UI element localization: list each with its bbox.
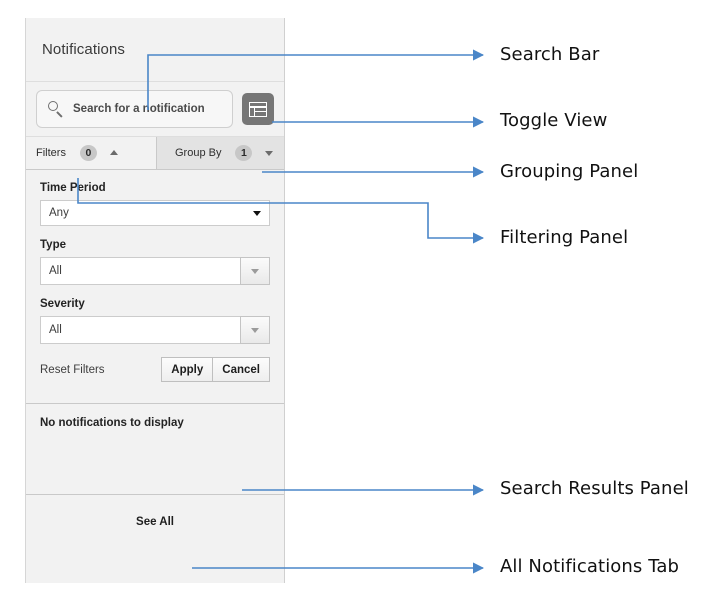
tab-group-by-label: Group By [175,147,222,159]
see-all-link[interactable]: See All [136,516,174,528]
tab-group-by-badge: 1 [235,145,253,161]
annotation-all-notifications-tab: All Notifications Tab [500,556,679,577]
page-title: Notifications [42,41,126,58]
filtering-panel: Time Period Any Type All Severity All Re… [26,170,284,403]
annotation-search-results-panel: Search Results Panel [500,478,689,499]
tab-filters-badge: 0 [79,144,97,161]
time-period-value: Any [49,207,69,219]
reset-filters-link[interactable]: Reset Filters [40,363,105,376]
cancel-button[interactable]: Cancel [213,357,270,382]
empty-results-message: No notifications to display [40,417,184,429]
chevron-down-icon [251,268,259,274]
annotation-filtering-panel: Filtering Panel [500,227,629,248]
filter-tab-strip: Filters 0 Group By 1 [26,137,284,170]
annotation-grouping-panel: Grouping Panel [500,161,639,182]
search-bar: Search for a notification [26,82,284,137]
toggle-view-icon [249,101,267,117]
search-input[interactable]: Search for a notification [36,90,233,128]
chevron-down-icon [251,327,259,333]
all-notifications-tab[interactable]: See All [26,494,284,549]
severity-label: Severity [40,298,85,310]
widget-header: Notifications [26,18,284,82]
severity-value: All [40,316,240,344]
annotation-search-bar: Search Bar [500,44,600,65]
type-select[interactable]: All [40,257,270,285]
tab-group-by[interactable]: Group By 1 [156,137,284,169]
search-results-panel: No notifications to display [26,403,284,494]
tab-filters[interactable]: Filters 0 [26,137,156,169]
annotation-toggle-view: Toggle View [500,110,608,131]
search-placeholder: Search for a notification [73,103,205,115]
search-icon [47,100,65,118]
chevron-up-icon[interactable] [109,150,118,155]
type-value: All [40,257,240,285]
time-period-label: Time Period [40,182,106,194]
chevron-down-icon[interactable] [265,150,274,156]
severity-dropdown-button[interactable] [240,316,270,344]
apply-button[interactable]: Apply [161,357,214,382]
time-period-select[interactable]: Any [40,200,270,226]
type-dropdown-button[interactable] [240,257,270,285]
tab-filters-label: Filters [36,146,66,159]
toggle-view-button[interactable] [242,93,274,125]
severity-select[interactable]: All [40,316,270,344]
type-label: Type [40,239,66,251]
chevron-down-icon [253,210,261,216]
notifications-widget: Notifications Search for a notification … [25,18,285,583]
filter-actions: Reset Filters Apply Cancel [40,357,270,382]
